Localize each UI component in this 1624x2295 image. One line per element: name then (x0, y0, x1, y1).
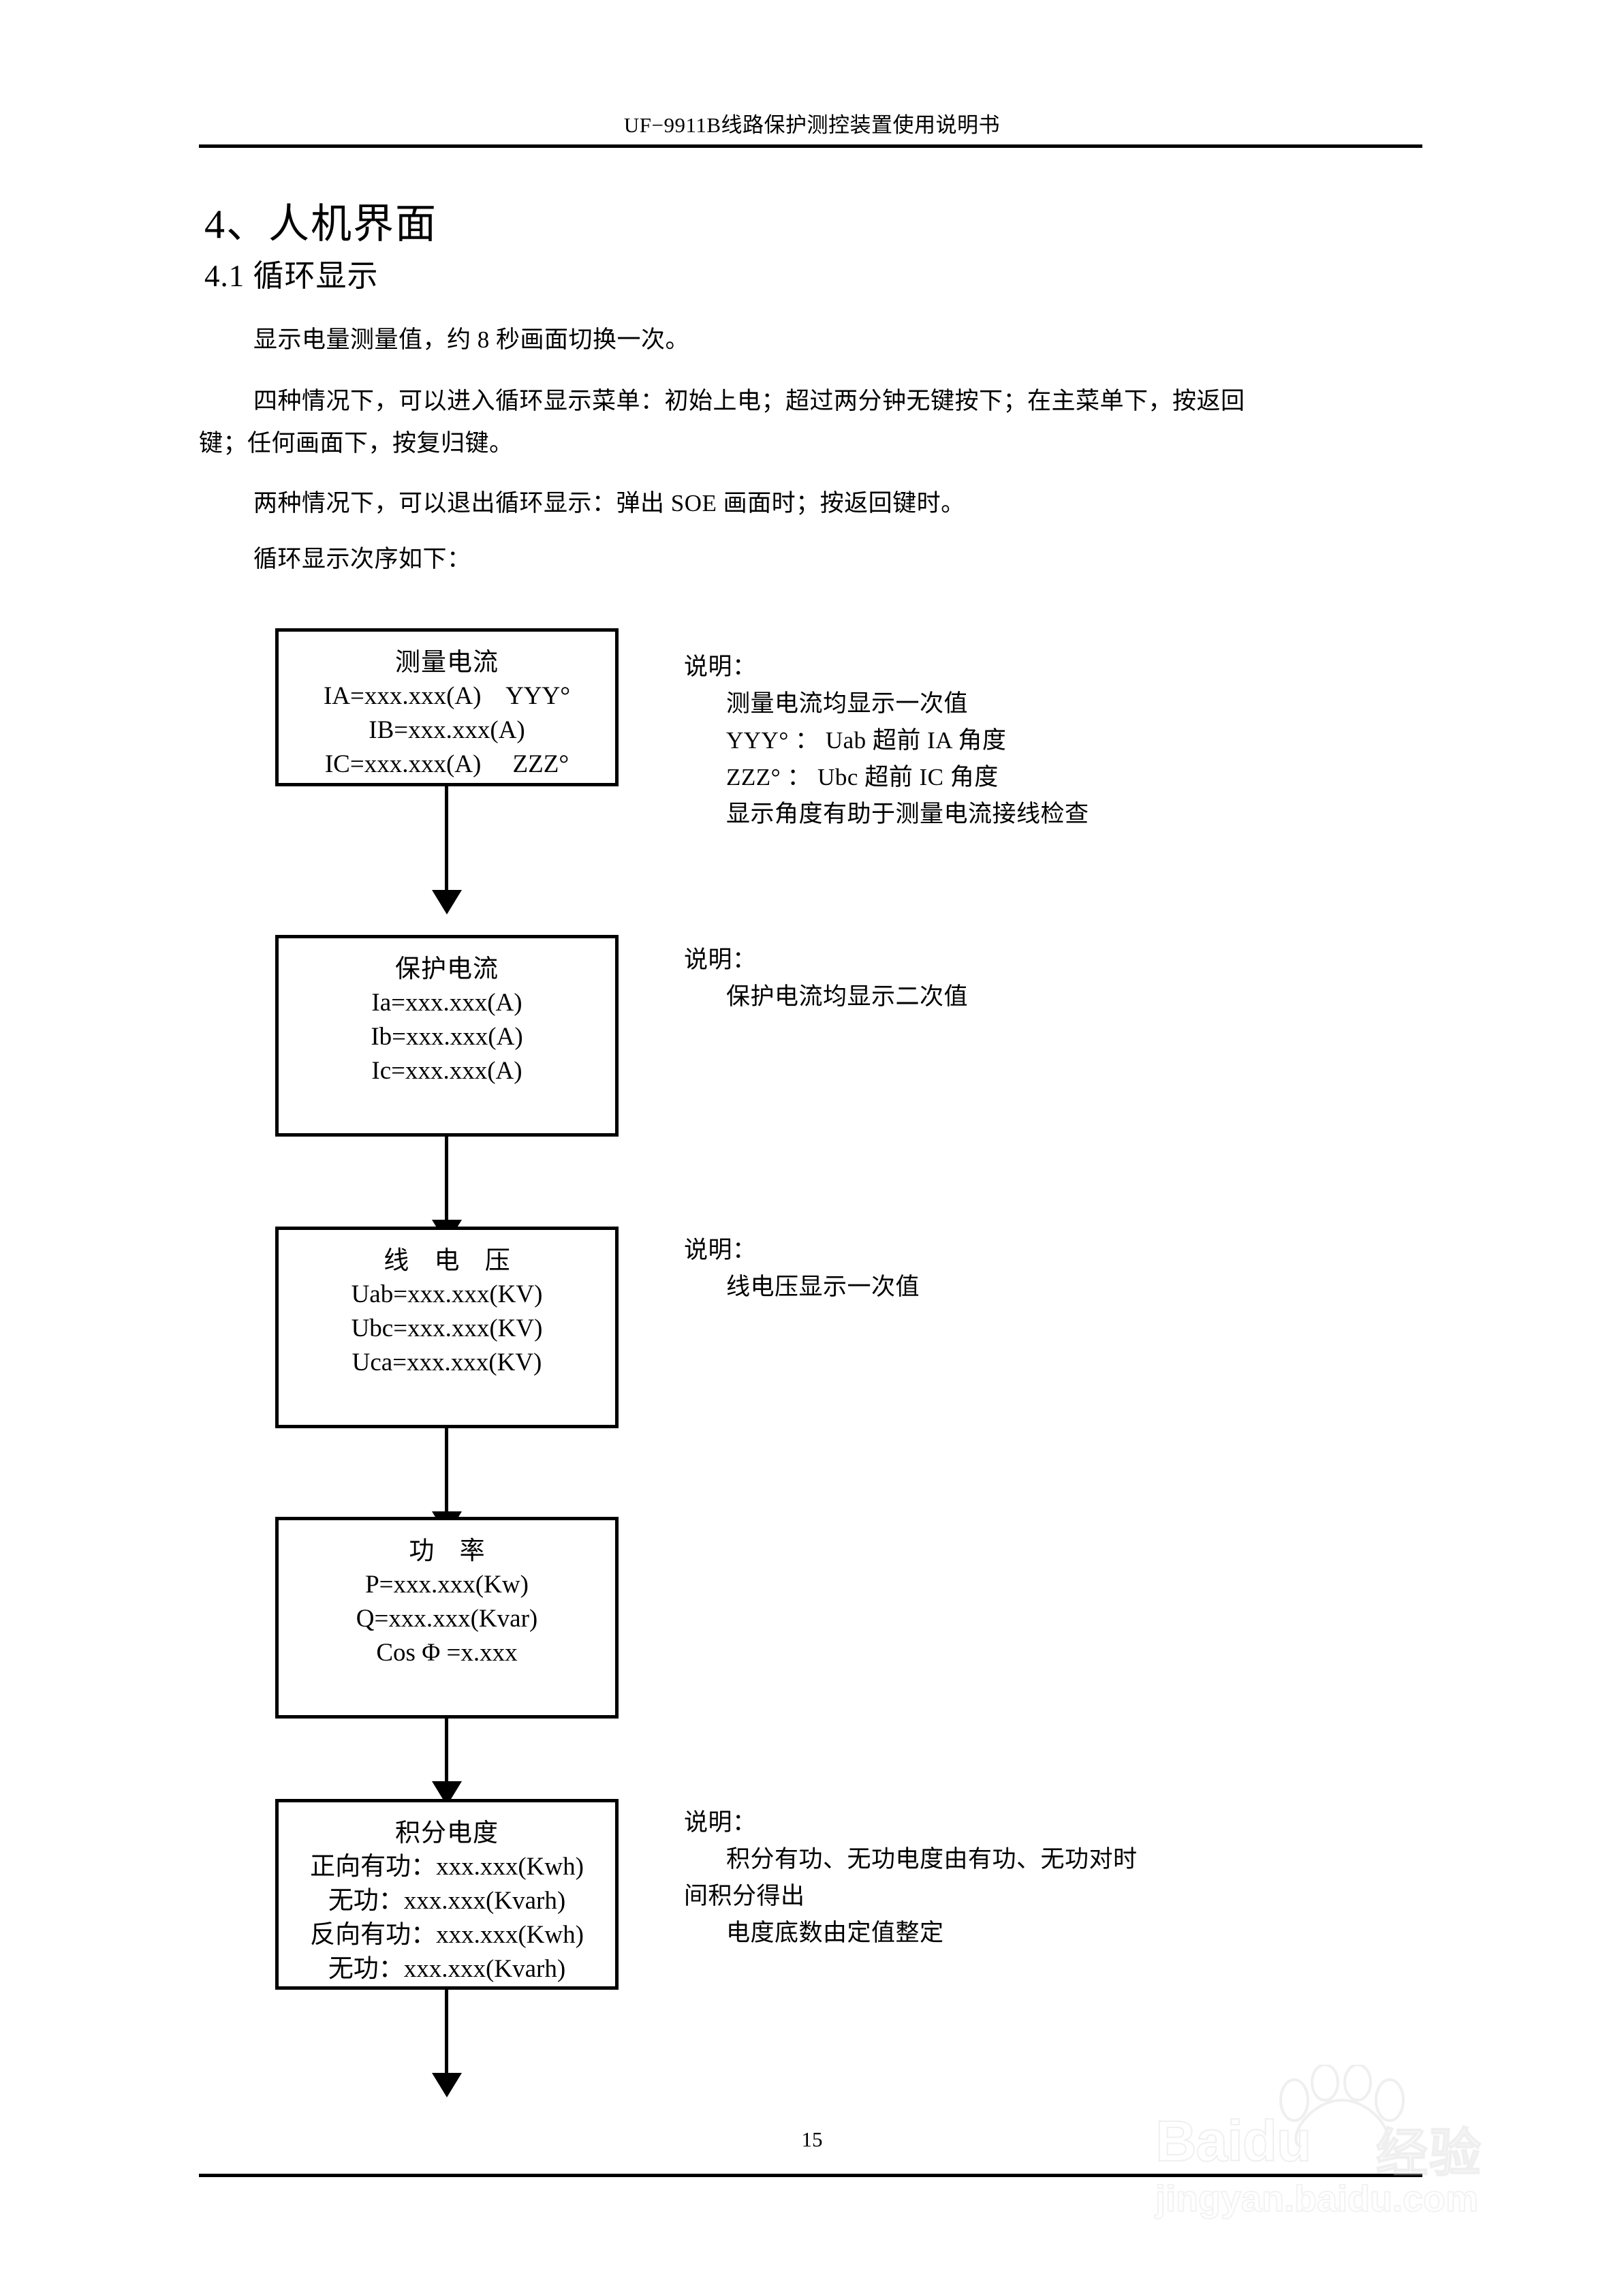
flow-box-line: 无功：xxx.xxx(Kvarh) (328, 1955, 566, 1983)
paragraph-enter-cycle-line1: 四种情况下，可以进入循环显示菜单：初始上电；超过两分钟无键按下；在主菜单下，按返… (253, 388, 1245, 414)
flow-box-title: 测量电流 (395, 649, 499, 677)
note-label: 说明： (684, 1809, 757, 1836)
note-line: 电度底数由定值整定 (726, 1920, 944, 1946)
flow-box-lines: Uab=xxx.xxx(KV) Ubc=xxx.xxx(KV) Uca=xxx.… (279, 1278, 615, 1380)
flow-note-protection-current: 说明： 保护电流均显示二次值 (684, 942, 968, 1015)
paragraph-exit-cycle: 两种情况下，可以退出循环显示：弹出 SOE 画面时；按返回键时。 (253, 490, 965, 517)
flow-box-line: IB=xxx.xxx(A) (369, 716, 525, 744)
flow-box-lines: P=xxx.xxx(Kw) Q=xxx.xxx(Kvar) Cos Φ =x.x… (279, 1568, 615, 1670)
flow-box-line: 反向有功：xxx.xxx(Kwh) (310, 1921, 584, 1949)
flow-note-line-voltage: 说明： 线电压显示一次值 (684, 1232, 920, 1306)
note-label: 说明： (684, 1237, 757, 1263)
note-line: 间积分得出 (684, 1883, 805, 1909)
note-line: 测量电流均显示一次值 (726, 690, 969, 717)
flow-box-lines: 正向有功：xxx.xxx(Kwh) 无功：xxx.xxx(Kvarh) 反向有功… (279, 1850, 615, 1986)
flow-box-line: Cos Φ =x.xxx (376, 1639, 518, 1667)
flow-box-power: 功 率 P=xxx.xxx(Kw) Q=xxx.xxx(Kvar) Cos Φ … (275, 1517, 619, 1719)
note-label: 说明： (684, 946, 757, 973)
note-line: ZZZ° ： Ubc 超前 IC 角度 (726, 764, 999, 790)
flow-box-line: Q=xxx.xxx(Kvar) (356, 1605, 538, 1633)
paragraph-enter-cycle-line2: 键；任何画面下，按复归键。 (199, 430, 514, 457)
running-header: UF−9911B线路保护测控装置使用说明书 (623, 113, 1001, 137)
flow-box-integrated-energy: 积分电度 正向有功：xxx.xxx(Kwh) 无功：xxx.xxx(Kvarh)… (275, 1799, 619, 1990)
flow-box-line: Ia=xxx.xxx(A) (371, 989, 522, 1017)
note-line: 积分有功、无功电度由有功、无功对时 (726, 1846, 1138, 1873)
flow-box-line: Ubc=xxx.xxx(KV) (351, 1314, 543, 1342)
paragraph-sequence-intro: 循环显示次序如下： (253, 546, 471, 572)
flow-box-line: 正向有功：xxx.xxx(Kwh) (310, 1853, 584, 1881)
paragraph-display-interval: 显示电量测量值，约 8 秒画面切换一次。 (253, 326, 690, 353)
flow-connector-stem-3 (445, 1428, 448, 1517)
flow-box-line-voltage: 线 电 压 Uab=xxx.xxx(KV) Ubc=xxx.xxx(KV) Uc… (275, 1227, 619, 1428)
baidu-jingyan-watermark: Baidu 经验 jingyan.baidu.com (1151, 2065, 1533, 2239)
flow-box-line: 无功：xxx.xxx(Kvarh) (328, 1887, 566, 1915)
flow-box-line: IA=xxx.xxx(A) YYY° (323, 682, 571, 710)
flow-box-line: Ic=xxx.xxx(A) (371, 1057, 522, 1085)
flow-connector-arrowhead-1 (432, 890, 462, 914)
note-line: YYY° ： Uab 超前 IA 角度 (726, 727, 1007, 754)
note-line: 保护电流均显示二次值 (726, 983, 969, 1010)
header-rule (199, 144, 1422, 148)
note-line: 显示角度有助于测量电流接线检查 (726, 801, 1089, 827)
flow-box-title: 功 率 (409, 1537, 495, 1565)
subsection-heading: 4.1 循环显示 (204, 259, 379, 293)
flow-box-lines: Ia=xxx.xxx(A) Ib=xxx.xxx(A) Ic=xxx.xxx(A… (279, 986, 615, 1088)
flow-connector-stem-1 (445, 786, 448, 895)
flow-connector-stem-5 (445, 1990, 448, 2078)
flow-connector-stem-4 (445, 1719, 448, 1787)
flow-connector-stem-2 (445, 1137, 448, 1225)
flow-box-line: Ib=xxx.xxx(A) (371, 1023, 523, 1051)
flow-note-integrated-energy: 说明： 积分有功、无功电度由有功、无功对时 间积分得出 电度底数由定值整定 (684, 1804, 1138, 1952)
flow-connector-arrowhead-5 (432, 2073, 462, 2097)
flow-box-line: IC=xxx.xxx(A) ZZZ° (324, 750, 569, 778)
note-line: 线电压显示一次值 (726, 1274, 920, 1300)
flow-box-title: 保护电流 (395, 955, 499, 983)
watermark-url: jingyan.baidu.com (1155, 2178, 1479, 2220)
page-number: 15 (801, 2127, 823, 2151)
flow-box-protection-current: 保护电流 Ia=xxx.xxx(A) Ib=xxx.xxx(A) Ic=xxx.… (275, 935, 619, 1137)
footer-rule (199, 2174, 1422, 2177)
flow-box-measured-current: 测量电流 IA=xxx.xxx(A) YYY° IB=xxx.xxx(A) IC… (275, 628, 619, 786)
flow-box-lines: IA=xxx.xxx(A) YYY° IB=xxx.xxx(A) IC=xxx.… (279, 679, 615, 782)
section-heading: 4、人机界面 (204, 202, 437, 247)
flow-box-title: 积分电度 (395, 1819, 499, 1847)
flow-note-measured-current: 说明： 测量电流均显示一次值 YYY° ： Uab 超前 IA 角度 ZZZ° … (684, 649, 1089, 833)
flow-box-line: Uab=xxx.xxx(KV) (351, 1280, 543, 1308)
flow-box-title: 线 电 压 (384, 1247, 520, 1275)
note-label: 说明： (684, 653, 757, 680)
flow-box-line: P=xxx.xxx(Kw) (365, 1571, 529, 1599)
flow-box-line: Uca=xxx.xxx(KV) (352, 1349, 542, 1376)
